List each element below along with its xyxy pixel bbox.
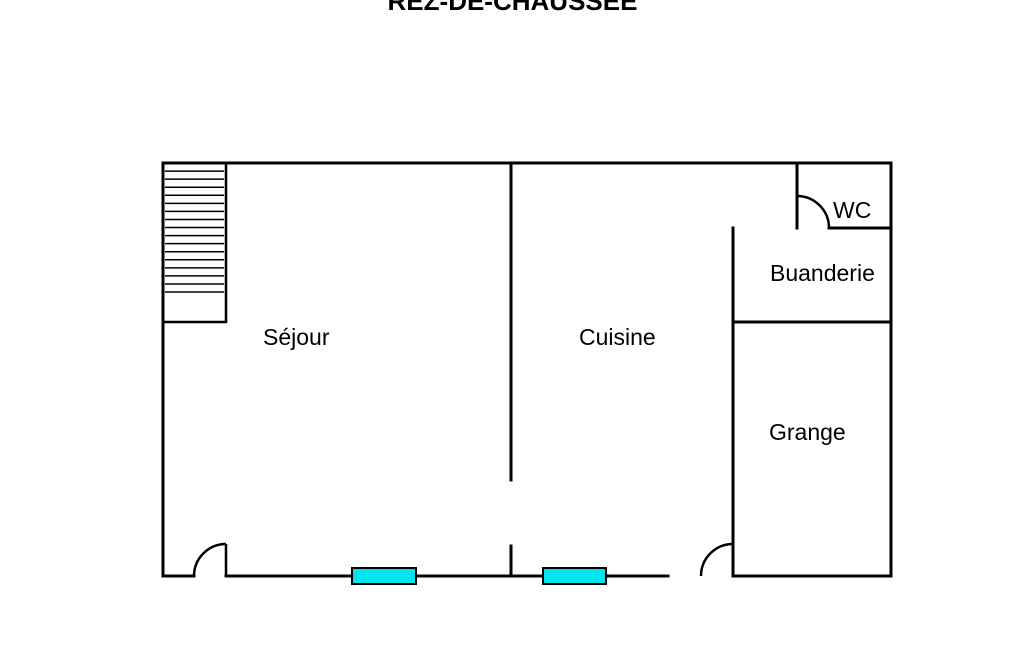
- door-swing-arc: [699, 542, 734, 577]
- cuisine-window: [542, 567, 607, 585]
- room-labels: Séjour Cuisine WC Buanderie Grange: [263, 197, 875, 445]
- interior-walls: [509, 161, 893, 578]
- floor-title: REZ-DE-CHAUSSÉE: [387, 0, 638, 16]
- room-label-wc: WC: [833, 197, 871, 223]
- staircase-outline: [161, 161, 228, 324]
- grange-entrance-door: [699, 542, 735, 577]
- doors: [192, 194, 831, 577]
- room-label-sejour: Séjour: [263, 324, 330, 350]
- door-swing-arc: [192, 542, 227, 577]
- door-swing-arc: [796, 194, 831, 229]
- wc-door: [795, 194, 831, 229]
- exterior-walls: [161, 161, 893, 578]
- sejour-window: [351, 567, 417, 585]
- sejour-entrance-door: [192, 542, 228, 577]
- room-label-grange: Grange: [769, 419, 846, 445]
- room-label-cuisine: Cuisine: [579, 324, 656, 350]
- staircase: [161, 161, 228, 324]
- windows: [351, 567, 607, 585]
- room-label-buanderie: Buanderie: [770, 260, 875, 286]
